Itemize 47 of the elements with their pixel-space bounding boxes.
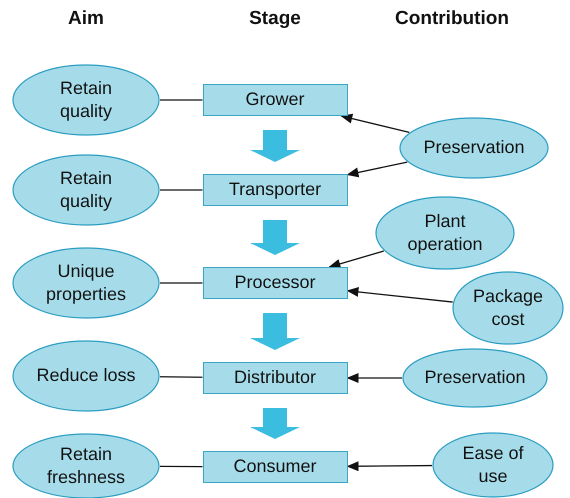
stage-box: [202, 267, 348, 299]
block-arrow: [250, 130, 300, 162]
stage-box: [202, 362, 348, 394]
node-label: Unique properties: [44, 260, 128, 306]
node-label: Preservation: [423, 136, 525, 160]
ellipse-node: [432, 432, 554, 498]
ellipse-node: [12, 340, 160, 412]
stage-box: [202, 174, 348, 206]
node-label: Ease of use: [461, 442, 525, 488]
connector-line: [160, 466, 202, 468]
ellipse-node: [399, 117, 549, 179]
node-label: Preservation: [424, 366, 526, 390]
stage-box: [202, 451, 348, 483]
node-label: Processor: [234, 271, 316, 294]
arrow: [346, 286, 453, 303]
block-arrow: [250, 408, 300, 439]
node-label: Reduce loss: [36, 364, 136, 388]
column-heading: Contribution: [395, 8, 509, 30]
ellipse-node: [12, 64, 160, 136]
arrow: [328, 250, 384, 269]
ellipse-node: [402, 348, 548, 408]
connector-line: [160, 189, 202, 191]
node-label: Retain quality: [58, 166, 114, 213]
column-heading: Stage: [249, 8, 301, 30]
connector-line: [160, 376, 202, 378]
node-label: Plant operation: [406, 210, 484, 256]
arrow: [340, 114, 410, 133]
connector-line: [160, 282, 202, 284]
node-label: Retain freshness: [46, 442, 126, 489]
arrow: [346, 161, 408, 178]
ellipse-node: [375, 196, 515, 270]
connector-line: [160, 99, 202, 101]
node-label: Package cost: [473, 284, 543, 331]
node-label: Retain quality: [58, 76, 114, 123]
ellipse-node: [12, 247, 160, 319]
node-label: Transporter: [228, 178, 322, 202]
ellipse-node: [12, 154, 160, 226]
ellipse-node: [452, 271, 564, 345]
node-label: Distributor: [234, 366, 316, 390]
node-label: Grower: [245, 88, 304, 112]
arrow: [346, 373, 402, 383]
block-arrow: [250, 220, 300, 255]
arrow: [346, 461, 432, 472]
node-label: Consumer: [233, 455, 317, 478]
block-arrow: [250, 313, 300, 350]
column-heading: Aim: [68, 8, 104, 30]
stage-box: [202, 84, 348, 116]
